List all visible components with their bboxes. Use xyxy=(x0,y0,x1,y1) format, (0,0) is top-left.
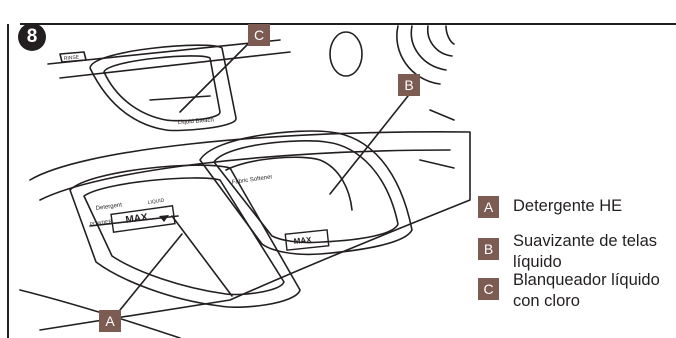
callout-c: C xyxy=(248,24,270,46)
legend-item-b: B Suavizante de telas líquido xyxy=(478,231,663,273)
legend-item-a: A Detergente HE xyxy=(478,196,622,218)
step-number-badge: 8 xyxy=(18,23,46,51)
legend-badge-a: A xyxy=(478,196,499,218)
detergent-label: Detergent xyxy=(95,202,122,212)
legend-item-c: C Blanqueador líquido con cloro xyxy=(478,270,673,312)
legend-text-c: Blanqueador líquido con cloro xyxy=(513,270,673,312)
max-softener-label: MAX xyxy=(293,235,312,246)
callout-b: B xyxy=(398,74,420,96)
callout-a: A xyxy=(99,310,121,332)
legend-badge-b: B xyxy=(478,238,499,260)
liquid-bleach-label: Liquid Bleach xyxy=(178,117,214,125)
max-label: MAX xyxy=(125,212,149,226)
fabric-softener-label: Fabric Softener xyxy=(231,174,272,186)
legend-text-a: Detergente HE xyxy=(513,196,622,217)
legend-badge-c: C xyxy=(478,278,499,300)
legend-text-b: Suavizante de telas líquido xyxy=(513,231,663,273)
powder-label: POWDER xyxy=(89,219,113,228)
liquid-label: LIQUID xyxy=(147,198,165,206)
